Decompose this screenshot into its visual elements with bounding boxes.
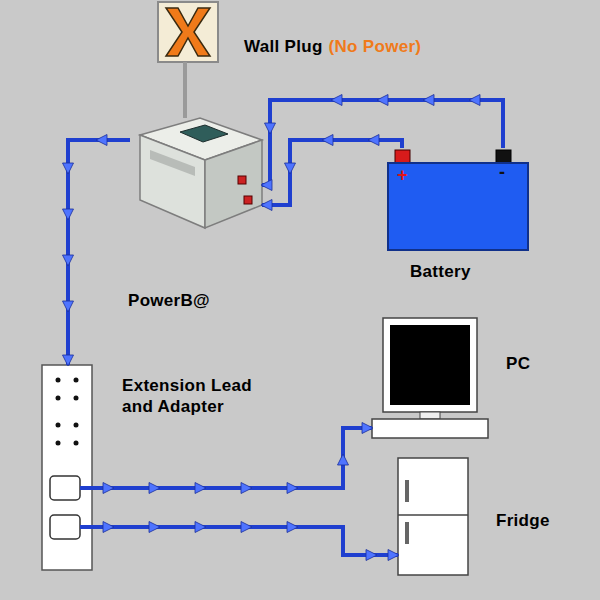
extension-lead-icon — [42, 365, 92, 570]
arrowhead — [368, 135, 379, 146]
wall-plug-node: Wall Plug(No Power) — [158, 2, 218, 62]
node-label-group: Extension Lead and Adapter — [122, 375, 252, 417]
power-wire — [80, 428, 372, 488]
battery-positive-sign: + — [397, 166, 408, 184]
arrowhead — [149, 522, 160, 533]
pc-node: PC — [372, 318, 488, 438]
power-wire — [262, 100, 503, 185]
pc-icon — [372, 318, 488, 438]
arrowhead — [63, 301, 74, 312]
arrowhead — [103, 522, 114, 533]
arrowhead — [388, 550, 399, 561]
node-label: PC — [506, 353, 530, 374]
arrowhead — [261, 200, 272, 211]
node-label-group: PowerB@ — [128, 290, 210, 311]
node-label: Fridge — [496, 510, 550, 531]
node-label-group: Wall Plug (No Power) — [244, 36, 421, 57]
node-label-group: Fridge — [496, 510, 550, 531]
battery-negative-sign: - — [499, 163, 505, 181]
arrowhead — [63, 209, 74, 220]
arrowhead — [103, 483, 114, 494]
battery-icon — [388, 150, 528, 250]
arrowhead — [469, 95, 480, 106]
mains-cable — [183, 62, 187, 118]
arrowhead — [63, 355, 74, 366]
arrowhead — [287, 483, 298, 494]
node-label: PowerB@ — [128, 290, 210, 311]
arrowhead — [362, 423, 373, 434]
arrowhead — [63, 163, 74, 174]
node-label: Extension Lead and Adapter — [122, 375, 252, 417]
node-label: Wall Plug — [244, 36, 323, 57]
arrowhead — [377, 95, 388, 106]
arrowhead — [423, 95, 434, 106]
arrowhead — [149, 483, 160, 494]
arrowhead — [241, 522, 252, 533]
wall-plug-icon — [158, 2, 218, 62]
extension-lead-node: Extension Lead and Adapter — [42, 365, 92, 570]
arrowhead — [287, 522, 298, 533]
inverter-icon — [140, 118, 262, 228]
connector-group — [261, 135, 402, 211]
fridge-icon — [398, 458, 468, 575]
inverter-node: PowerB@ — [130, 118, 262, 228]
arrowhead — [285, 163, 296, 174]
arrowhead — [261, 180, 272, 191]
battery-node: Battery — [388, 148, 528, 250]
connector-group — [63, 135, 131, 367]
connector-group — [80, 423, 373, 494]
arrowhead — [265, 123, 276, 134]
node-label-group: PC — [506, 353, 530, 374]
arrowhead — [366, 550, 377, 561]
arrowhead — [331, 95, 342, 106]
node-label-group: Battery — [410, 261, 471, 282]
arrowhead — [195, 483, 206, 494]
arrowhead — [63, 255, 74, 266]
arrowhead — [96, 135, 107, 146]
connector-group — [185, 62, 186, 118]
node-label: Battery — [410, 261, 471, 282]
power-wire — [80, 527, 398, 555]
connector-group — [80, 522, 399, 561]
power-wire — [68, 140, 130, 365]
arrowhead — [241, 483, 252, 494]
arrowhead — [195, 522, 206, 533]
connector-group — [261, 95, 503, 191]
node-label: (No Power) — [329, 36, 422, 57]
arrowhead — [322, 135, 333, 146]
fridge-node: Fridge — [398, 458, 468, 575]
arrowhead — [338, 454, 349, 465]
power-wire — [262, 140, 402, 205]
